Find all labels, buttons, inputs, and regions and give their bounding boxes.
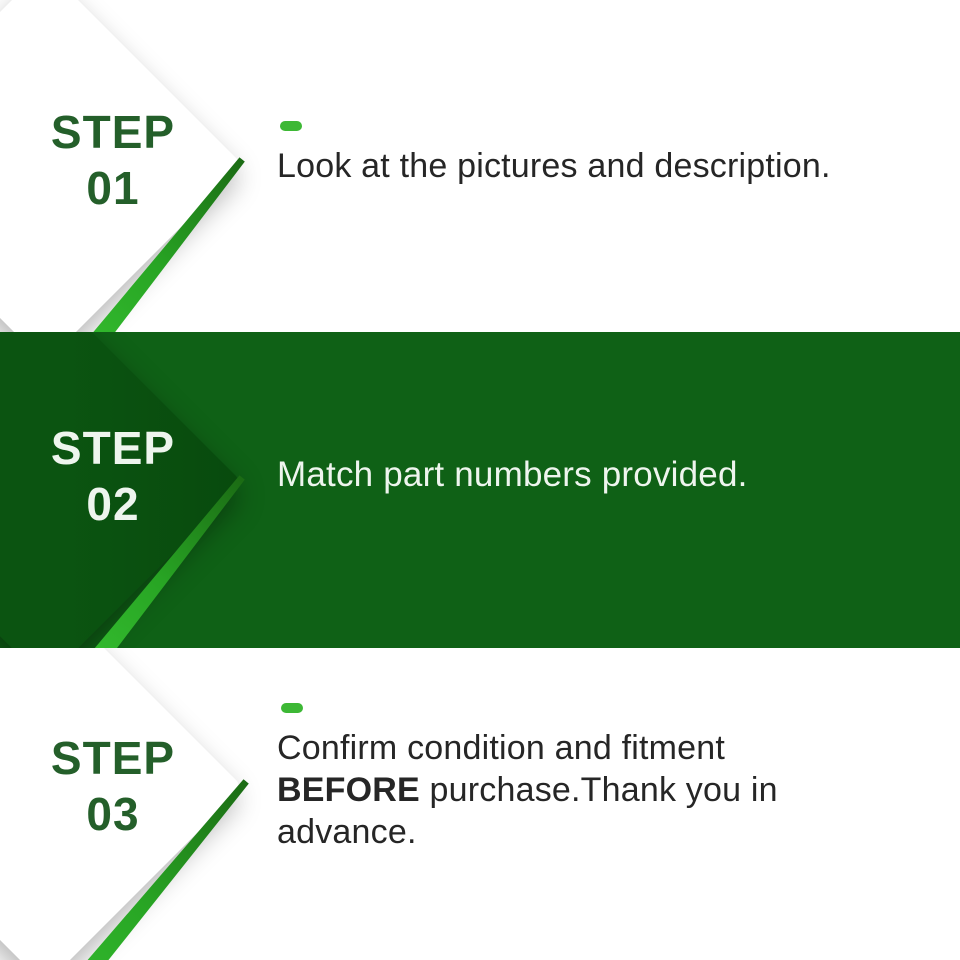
- accent-dash: [280, 121, 302, 131]
- before-emphasis: BEFORE: [277, 771, 420, 809]
- step-number: 02: [86, 478, 140, 530]
- description-line: Confirm condition and fitment: [277, 729, 726, 767]
- step-content-03: Confirm condition and fitment BEFORE pur…: [277, 703, 778, 853]
- step-label-text: STEP: [50, 422, 176, 474]
- description-line: BEFORE purchase.Thank you in: [277, 769, 778, 811]
- step-description: Confirm condition and fitment BEFORE pur…: [277, 727, 778, 853]
- step-section-01: STEP 01 Look at the pictures and descrip…: [0, 0, 960, 332]
- description-line: advance.: [277, 813, 417, 851]
- step-section-02: STEP 02 Match part numbers provided.: [0, 332, 960, 648]
- step-content-01: Look at the pictures and description.: [277, 121, 831, 187]
- step-content-02: Match part numbers provided.: [277, 454, 748, 496]
- step-description: Look at the pictures and description.: [277, 147, 831, 185]
- step-section-03: STEP 03 Confirm condition and fitment BE…: [0, 648, 960, 960]
- step-number: 03: [86, 788, 140, 840]
- step-label-text: STEP: [50, 732, 176, 784]
- step-number: 01: [86, 162, 140, 214]
- step-label-text: STEP: [50, 106, 176, 158]
- step-description: Match part numbers provided.: [277, 455, 748, 494]
- step-label-02: STEP 02: [37, 420, 189, 532]
- description-line-rest: purchase.Thank you in: [419, 771, 778, 809]
- step-label-03: STEP 03: [37, 730, 189, 842]
- step-label-01: STEP 01: [37, 104, 189, 216]
- accent-dash: [281, 703, 303, 713]
